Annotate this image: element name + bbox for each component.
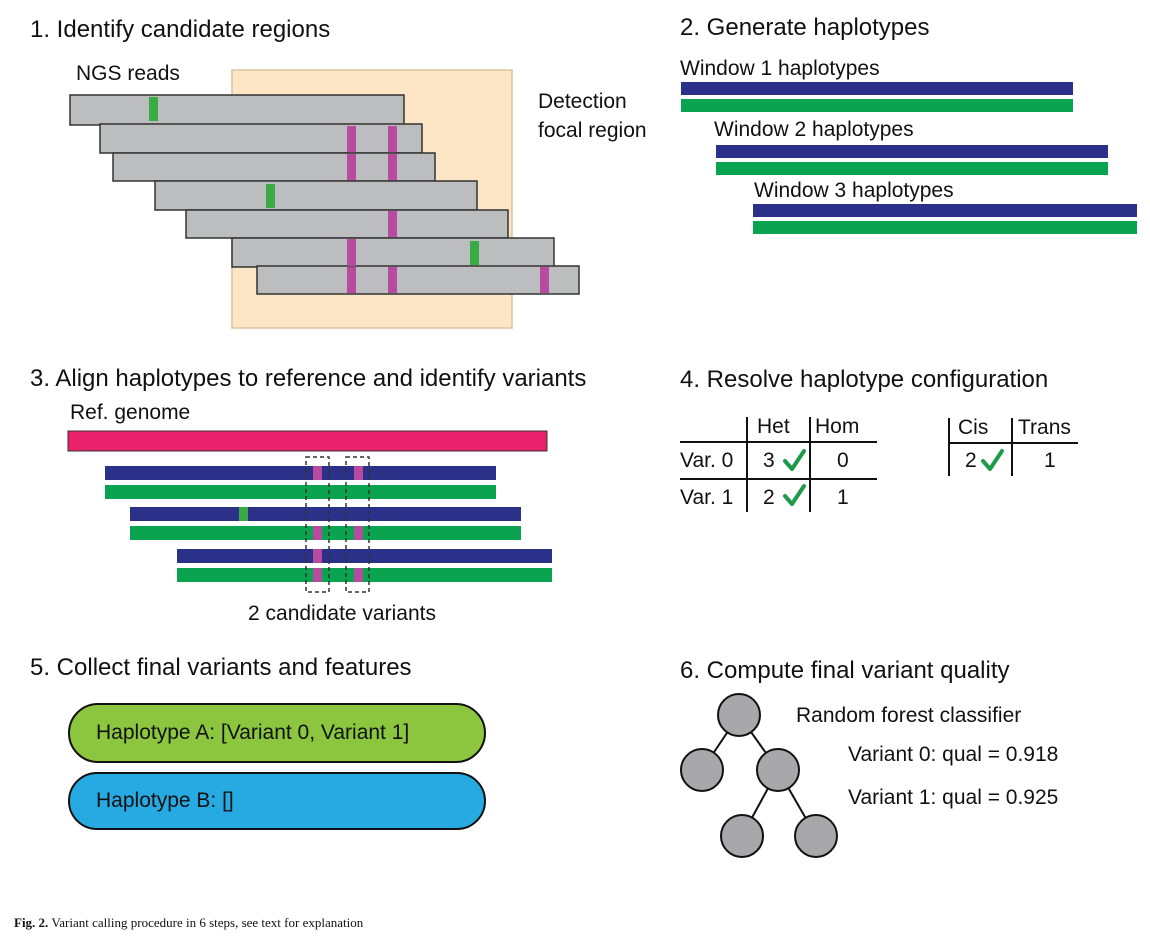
var0-label: Var. 0 (680, 449, 734, 472)
var0-hom: 0 (837, 449, 849, 472)
candidate-box-0 (305, 456, 330, 593)
step2-title: 2. Generate haplotypes (680, 14, 930, 41)
variant-mark (239, 507, 248, 521)
variant-mark (354, 568, 363, 582)
step4-title: 4. Resolve haplotype configuration (680, 366, 1049, 393)
var1-label: Var. 1 (680, 486, 734, 509)
focal-label-line2: focal region (538, 119, 647, 142)
step3-title: 3. Align haplotypes to reference and ide… (30, 365, 587, 392)
check-icon (981, 449, 1004, 471)
ngs-reads (69, 94, 580, 295)
step1-title: 1. Identify candidate regions (30, 16, 331, 43)
reference-genome-bar (67, 430, 548, 452)
step6-title: 6. Compute final variant quality (680, 657, 1010, 684)
variant-mark (266, 184, 275, 208)
variant1-quality: Variant 1: qual = 0.925 (848, 786, 1059, 809)
focal-label-line1: Detection (538, 90, 627, 113)
haplotype-b-box: Haplotype B: [] (68, 772, 486, 830)
window2-hap-blue (716, 145, 1108, 158)
hap-blue (105, 466, 496, 480)
variant-mark (347, 239, 356, 266)
candidate-variants-label: 2 candidate variants (248, 602, 436, 625)
tree-node (720, 814, 764, 858)
var1-hom: 1 (837, 486, 849, 509)
hap-blue (177, 549, 552, 563)
zygosity-table-lines (680, 417, 877, 512)
haplotype-b-label: Haplotype B: [] (96, 789, 234, 812)
caption-text: Variant calling procedure in 6 steps, se… (51, 915, 364, 930)
variant-mark (388, 211, 397, 237)
hap-green (177, 568, 552, 582)
caption-label: Fig. 2. (14, 915, 49, 930)
variant0-quality: Variant 0: qual = 0.918 (848, 743, 1059, 766)
variant-mark (313, 549, 322, 563)
read (69, 94, 405, 126)
window3-hap-green (753, 221, 1137, 234)
window3-label: Window 3 haplotypes (754, 179, 954, 202)
ref-genome-label: Ref. genome (70, 401, 191, 424)
tree-node (717, 693, 761, 737)
variant-mark (149, 97, 158, 121)
var1-het: 2 (763, 486, 775, 509)
check-icon (783, 484, 806, 506)
cis-header: Cis (958, 416, 989, 439)
check-icons (783, 449, 1004, 506)
trans-value: 1 (1044, 449, 1056, 472)
check-icon (783, 449, 806, 471)
read (231, 237, 555, 268)
cis-value: 2 (965, 449, 977, 472)
candidate-variant-boxes (305, 456, 370, 593)
figure-caption: Fig. 2. Variant calling procedure in 6 s… (14, 915, 363, 931)
haplotype-a-box: Haplotype A: [Variant 0, Variant 1] (68, 703, 486, 763)
read (185, 209, 509, 239)
variant-mark (313, 568, 322, 582)
hap-green (105, 485, 496, 499)
random-forest-tree-icon (680, 693, 838, 858)
variant-mark (313, 466, 322, 480)
variant-mark (347, 267, 356, 293)
variant-mark (388, 154, 397, 180)
window-haplotypes (681, 82, 1137, 234)
tree-node (794, 814, 838, 858)
read (99, 123, 423, 154)
tree-node (756, 748, 800, 792)
hom-header: Hom (815, 415, 860, 438)
window1-hap-green (681, 99, 1073, 112)
variant-mark (388, 126, 397, 152)
variant-mark (347, 126, 356, 152)
hap-blue (130, 507, 521, 521)
variant-mark (354, 526, 363, 540)
trans-header: Trans (1018, 416, 1071, 439)
variant-mark (354, 466, 363, 480)
tree-node (680, 748, 724, 792)
candidate-box-1 (345, 456, 370, 593)
window1-label: Window 1 haplotypes (680, 57, 880, 80)
window2-label: Window 2 haplotypes (714, 118, 914, 141)
variant-mark (540, 267, 549, 293)
aligned-variant-marks (239, 466, 363, 582)
var0-het: 3 (763, 449, 775, 472)
classifier-label: Random forest classifier (796, 704, 1022, 727)
read (112, 152, 436, 182)
variant-mark (347, 154, 356, 180)
step5-title: 5. Collect final variants and features (30, 654, 412, 681)
phase-table-lines (948, 418, 1078, 476)
window2-hap-green (716, 162, 1108, 175)
window3-hap-blue (753, 204, 1137, 217)
read (256, 265, 580, 295)
het-header: Het (757, 415, 790, 438)
read (154, 180, 478, 211)
variant-mark (313, 526, 322, 540)
window1-hap-blue (681, 82, 1073, 95)
read-variants (149, 97, 549, 293)
ngs-reads-label: NGS reads (76, 62, 180, 85)
haplotype-a-label: Haplotype A: [Variant 0, Variant 1] (96, 721, 410, 744)
variant-mark (470, 241, 479, 265)
aligned-haplotypes (105, 466, 552, 582)
hap-green (130, 526, 521, 540)
variant-mark (388, 267, 397, 293)
